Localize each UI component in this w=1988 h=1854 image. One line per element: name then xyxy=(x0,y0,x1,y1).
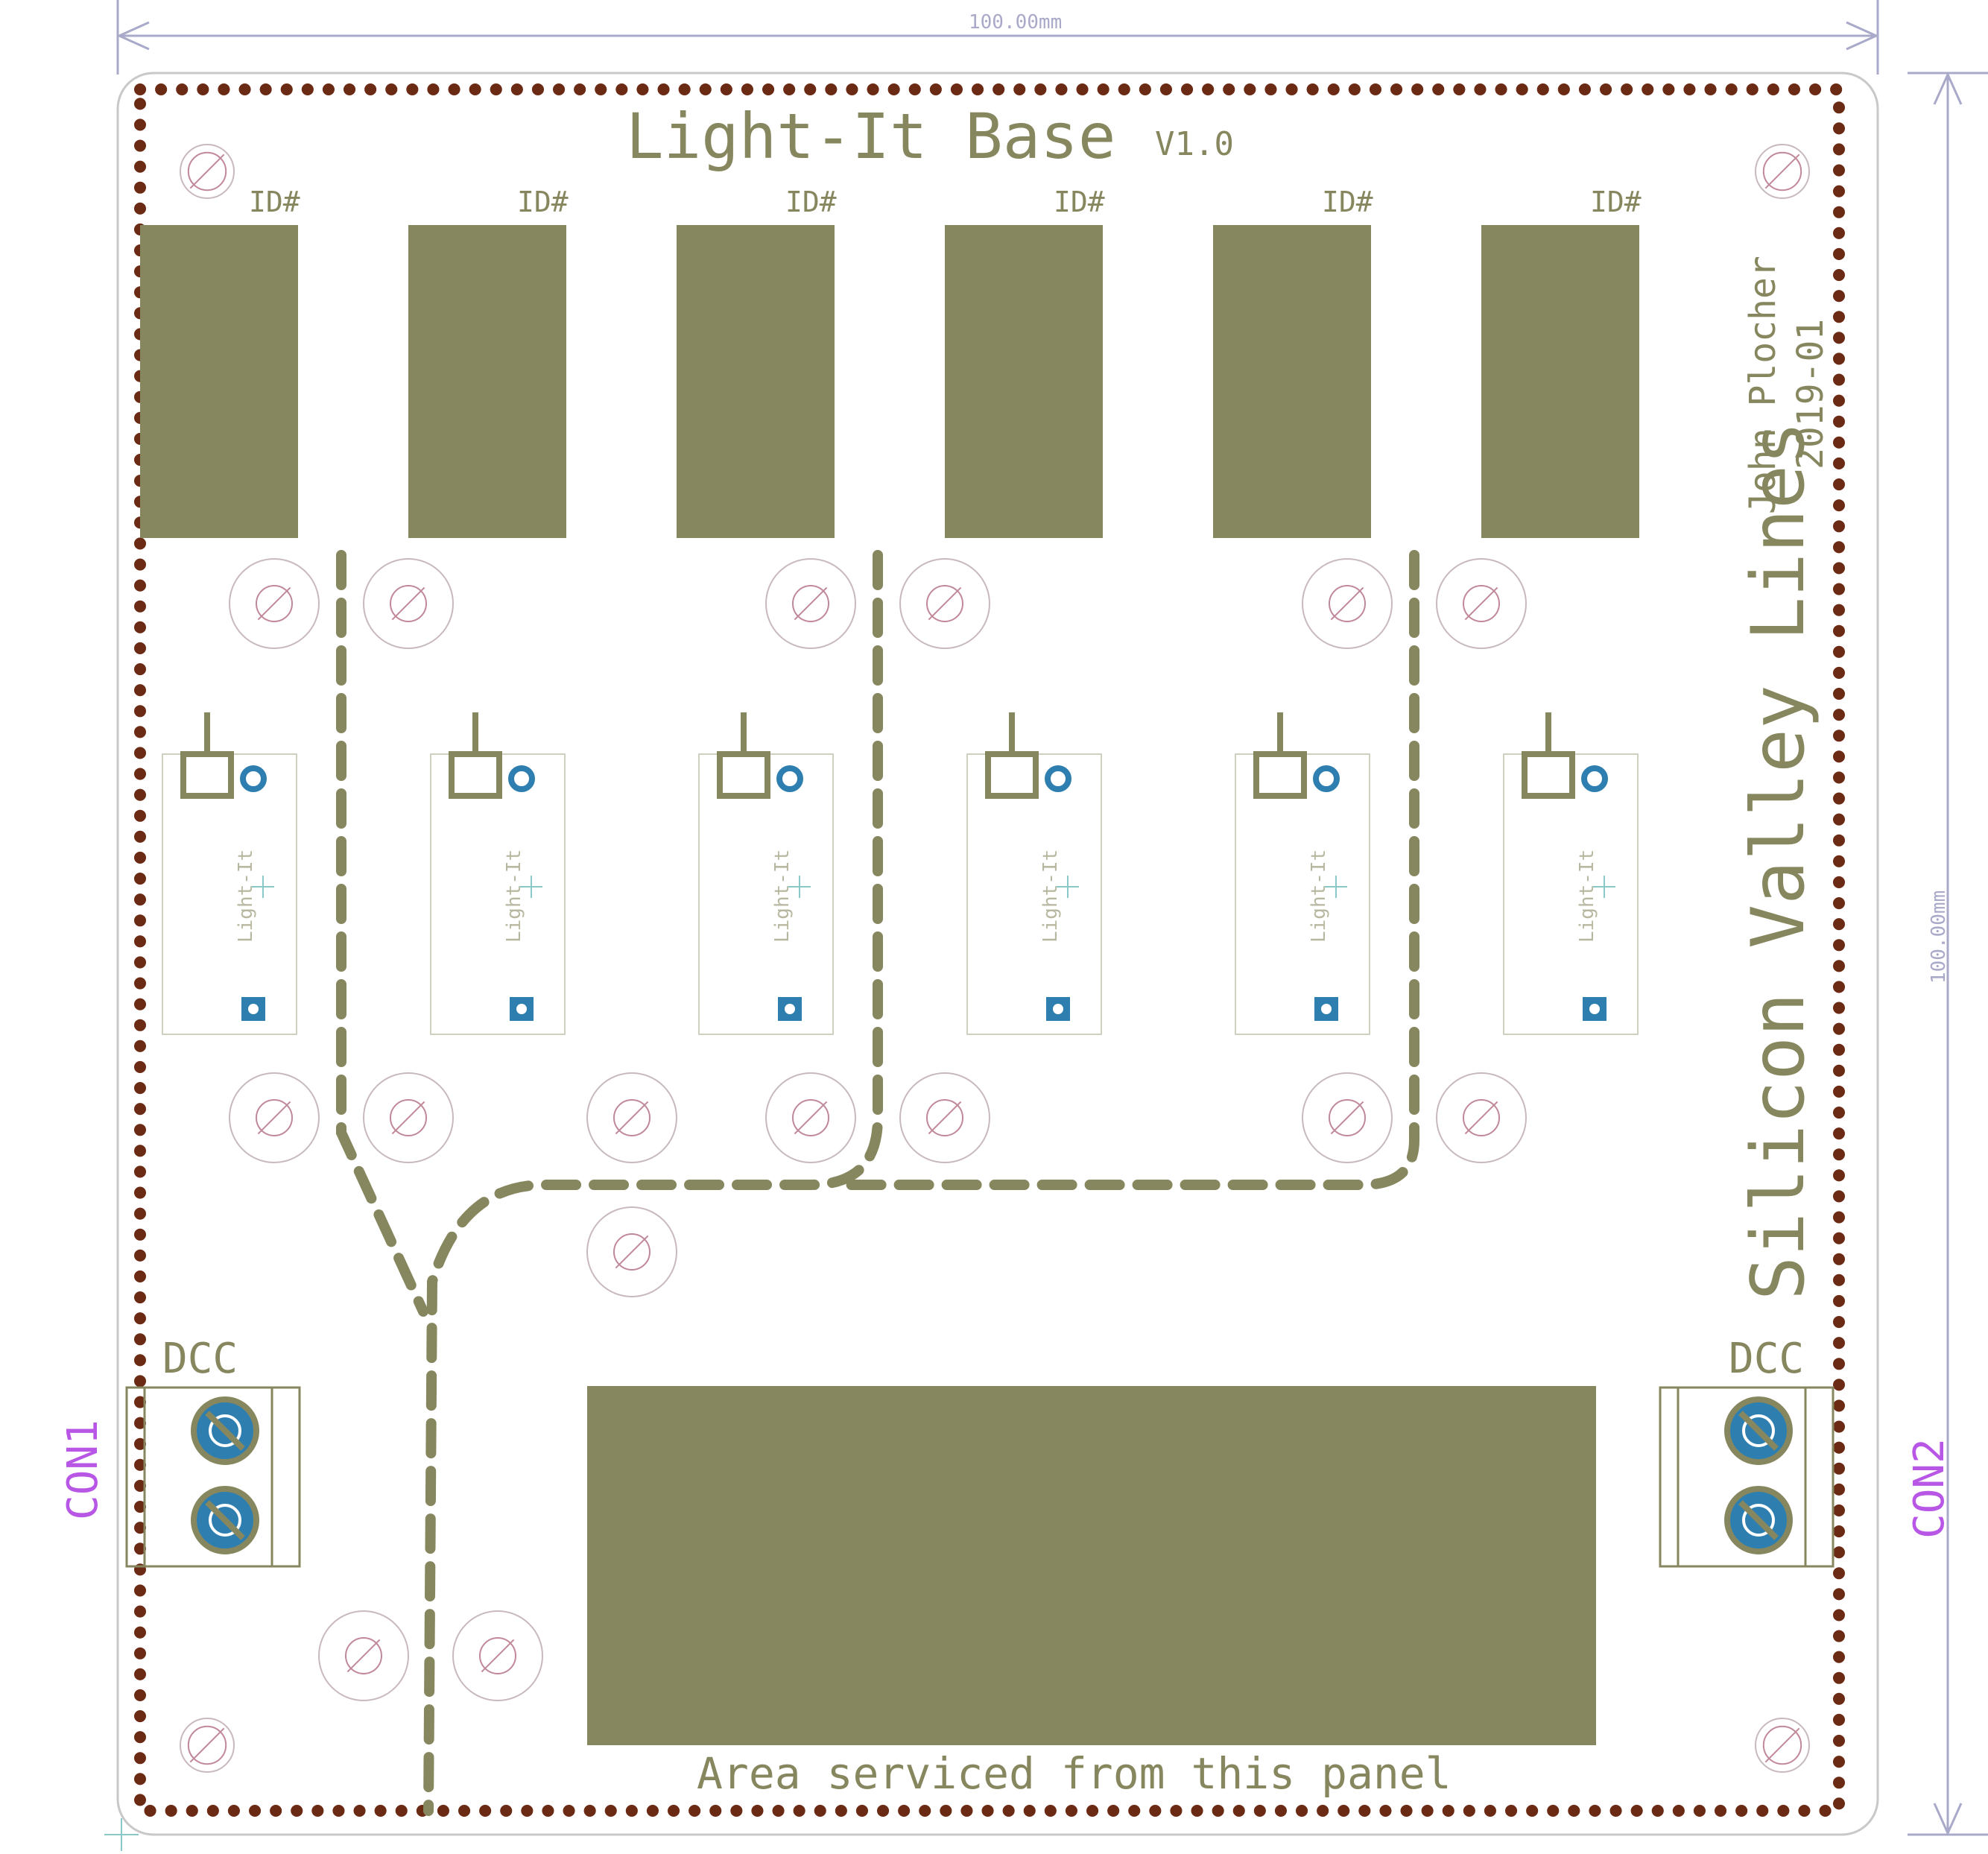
id-blocks xyxy=(140,225,1639,538)
con2-signal-label: DCC xyxy=(1729,1335,1804,1383)
id-block xyxy=(677,225,835,538)
width-dimension: 100.00mm xyxy=(116,0,1879,75)
serviced-area-block xyxy=(587,1386,1596,1745)
id-label: ID# xyxy=(517,186,569,218)
light-it-module: Light-It xyxy=(966,712,1102,1035)
board-title: Light-It Base xyxy=(626,100,1115,173)
track-middle xyxy=(423,550,883,1816)
id-block xyxy=(408,225,566,538)
module-pad xyxy=(240,765,267,792)
mounting-hole xyxy=(318,1610,409,1701)
con1-connector: DCC CON1 xyxy=(59,1335,301,1568)
module-label: Light-It xyxy=(771,850,794,943)
mounting-hole xyxy=(180,1718,235,1773)
mounting-hole xyxy=(1436,558,1527,649)
author-label: John Plocher xyxy=(1742,256,1784,514)
light-it-module: Light-It xyxy=(1235,712,1370,1035)
id-label: ID# xyxy=(785,186,837,218)
mounting-hole xyxy=(1755,144,1810,199)
module-label: Light-It xyxy=(1039,850,1062,943)
dashed-tracks xyxy=(336,550,1419,1816)
origin-marker xyxy=(104,1818,139,1851)
brand-label: Silicon Valley Lines xyxy=(1736,421,1821,1300)
light-it-module: Light-It xyxy=(698,712,834,1035)
module-pad xyxy=(1313,765,1340,792)
mounting-hole xyxy=(586,1206,677,1297)
light-it-module: Light-It xyxy=(430,712,566,1035)
date-label: 2019-01 xyxy=(1790,319,1832,469)
serviced-area-label: Area serviced from this panel xyxy=(697,1748,1452,1799)
module-label: Light-It xyxy=(1576,850,1598,943)
mounting-hole xyxy=(899,558,990,649)
id-label: ID# xyxy=(1322,186,1373,218)
mounting-hole xyxy=(180,144,235,199)
track-left xyxy=(336,550,428,1317)
mounting-holes xyxy=(180,144,1810,1773)
con2-connector: DCC CON2 xyxy=(1659,1335,1954,1568)
mounting-hole xyxy=(229,558,320,649)
mounting-hole xyxy=(452,1610,543,1701)
mounting-hole xyxy=(765,558,856,649)
height-dimension-label: 100.00mm xyxy=(1928,890,1950,984)
id-labels: ID# ID# ID# ID# ID# ID# xyxy=(249,186,1642,218)
mounting-hole xyxy=(363,1072,454,1163)
id-label: ID# xyxy=(1590,186,1642,218)
con1-label: CON1 xyxy=(59,1420,107,1520)
id-label: ID# xyxy=(249,186,300,218)
mounting-hole xyxy=(1436,1072,1527,1163)
id-block xyxy=(1213,225,1371,538)
mounting-hole xyxy=(1755,1718,1810,1773)
light-it-module: Light-It xyxy=(162,712,297,1035)
mounting-hole xyxy=(765,1072,856,1163)
id-block xyxy=(945,225,1103,538)
module-pad xyxy=(508,765,535,792)
con2-label: CON2 xyxy=(1905,1438,1954,1539)
width-dimension-label: 100.00mm xyxy=(969,11,1062,34)
id-block xyxy=(1481,225,1639,538)
mounting-hole xyxy=(899,1072,990,1163)
board-border-dots xyxy=(134,83,1845,1817)
light-it-module: Light-It xyxy=(1503,712,1639,1035)
module-label: Light-It xyxy=(503,850,525,943)
mounting-hole xyxy=(1302,1072,1393,1163)
module-label: Light-It xyxy=(1308,850,1330,943)
mounting-hole xyxy=(363,558,454,649)
mounting-hole xyxy=(229,1072,320,1163)
board-outline xyxy=(116,72,1879,1836)
light-it-modules: Light-It Light-It Light-It xyxy=(162,712,1639,1035)
id-label: ID# xyxy=(1054,186,1105,218)
track-right xyxy=(829,550,1419,1190)
board-version: V1.0 xyxy=(1155,125,1234,163)
module-label: Light-It xyxy=(235,850,257,943)
module-pad xyxy=(1581,765,1608,792)
id-block xyxy=(140,225,298,538)
module-pad xyxy=(1045,765,1071,792)
height-dimension: 100.00mm xyxy=(1908,72,1988,1836)
mounting-hole xyxy=(586,1072,677,1163)
module-pad xyxy=(776,765,803,792)
mounting-hole xyxy=(1302,558,1393,649)
con1-signal-label: DCC xyxy=(162,1335,238,1383)
